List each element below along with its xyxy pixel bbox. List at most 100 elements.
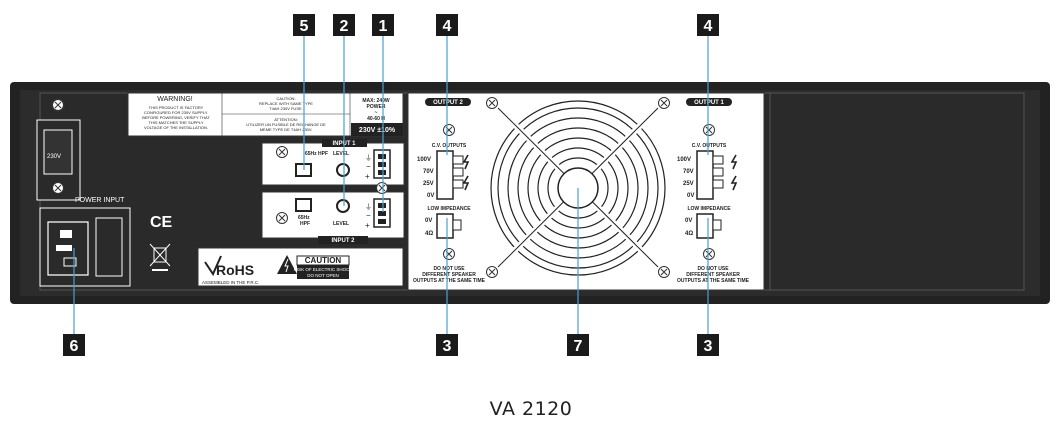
rohs-check-icon <box>204 255 222 277</box>
input-1-hpf-label: 65Hz HPF <box>305 151 328 157</box>
callout-3: 3 <box>704 338 713 355</box>
screw-icon <box>52 182 64 194</box>
low-impedance-label: LOW IMPEDANCE <box>427 206 471 212</box>
tap-label: 4Ω <box>425 231 433 237</box>
input-2-level-knob[interactable] <box>336 199 350 213</box>
voltage-selector-switch[interactable] <box>43 129 73 175</box>
input-2-hpf-label: 65Hz <box>298 215 310 221</box>
caution-line: DO NOT OPEN <box>307 273 338 278</box>
screw-icon <box>703 124 715 136</box>
shock-warning-icon <box>277 255 297 274</box>
cv-outputs-label: C.V. OUTPUTS <box>432 143 467 149</box>
socket-pin <box>60 230 72 238</box>
tap-label: 0V <box>687 193 694 199</box>
input-2-level-label: LEVEL <box>333 221 349 227</box>
low-impedance-label: LOW IMPEDANCE <box>687 206 731 212</box>
output-1-section: OUTPUT 1 C.V. OUTPUTS 100V 70V 25V 0V LO… <box>677 98 750 284</box>
tap-label: 0V <box>685 218 692 224</box>
power-section: 230V POWER INPUT CE <box>36 98 173 287</box>
warning-note: DIFFERENT SPEAKER <box>422 272 476 278</box>
callout-leaders <box>73 36 709 334</box>
screw-icon <box>52 99 64 111</box>
tap-label: 100V <box>677 157 691 163</box>
screw-icon <box>376 182 388 194</box>
warning-note: OUTPUTS AT THE SAME TIME <box>677 278 750 284</box>
warning-label: WARNING! THIS PRODUCT IS FACTORY CONFIGU… <box>127 92 404 137</box>
minus-symbol: − <box>366 211 371 220</box>
screw-icon <box>276 212 288 224</box>
hazard-bolt-icon <box>730 154 738 170</box>
plus-symbol: + <box>365 172 370 181</box>
warning-text: VOLTAGE OF THE INSTALLATION. <box>144 125 208 130</box>
ground-symbol: ⏚ <box>365 203 372 211</box>
callout-5: 5 <box>300 18 309 35</box>
callout-badges: 5 2 1 4 4 6 3 7 3 <box>63 14 719 356</box>
caution-text: CAUTION: <box>276 96 295 101</box>
tap-label: 70V <box>683 169 694 175</box>
screw-icon <box>658 97 670 109</box>
ground-symbol: ⏚ <box>365 154 372 162</box>
warning-text: THIS MATCHES THE SUPPLY <box>148 120 203 125</box>
warning-note: OUTPUTS AT THE SAME TIME <box>413 278 486 284</box>
input-2-hpf-label: HPF <box>300 221 310 227</box>
tap-label: 0V <box>427 193 434 199</box>
tap-label: 25V <box>423 181 434 187</box>
callout-4: 4 <box>443 18 452 35</box>
hazard-bolt-icon <box>462 175 470 191</box>
warning-text: CONFIGURED FOR 230V SUPPLY. <box>144 110 208 115</box>
max-power-text: MAX: 240W <box>362 98 390 104</box>
output-2-label: OUTPUT 2 <box>433 100 463 106</box>
input-1-level-knob[interactable] <box>336 163 350 177</box>
model-caption: VA 2120 <box>489 398 573 420</box>
output-2-cv-terminal[interactable] <box>436 150 454 200</box>
output-1-cv-terminal[interactable] <box>696 150 714 200</box>
screw-icon <box>443 124 455 136</box>
caution-title: CAUTION <box>305 256 342 265</box>
tap-label: 100V <box>417 157 431 163</box>
screw-icon <box>703 248 715 260</box>
max-power-text: 40-60 H <box>367 116 385 122</box>
output-1-low-z-terminal[interactable] <box>696 213 714 239</box>
tap-label: 0V <box>425 218 432 224</box>
voltage-switch-label: 230V <box>47 154 61 160</box>
input-1-section: 65Hz HPF LEVEL ⏚ − + INPUT 1 <box>261 139 405 186</box>
screw-icon <box>658 266 670 278</box>
input-1-level-label: LEVEL <box>333 151 349 157</box>
warning-text: BEFORE POWERING, VERIFY THAT <box>142 115 210 120</box>
cv-outputs-label: C.V. OUTPUTS <box>692 143 727 149</box>
callout-4: 4 <box>704 18 713 35</box>
screw-icon <box>443 248 455 260</box>
max-power-text: ~ <box>375 110 378 116</box>
compliance-labels: RoHS ASSEMBLED IN THE P.R.C. CAUTION RIS… <box>197 247 404 287</box>
ce-mark: CE <box>150 214 173 231</box>
power-input-label: POWER INPUT <box>75 197 125 204</box>
screw-icon <box>486 97 498 109</box>
attention-text: UTILIZER UN FUSIBLE DE RECHANGE DE <box>246 122 326 127</box>
callout-6: 6 <box>70 338 79 355</box>
warning-note: DIFFERENT SPEAKER <box>686 272 740 278</box>
fuse-holder[interactable] <box>63 257 77 267</box>
tap-label: 25V <box>683 181 694 187</box>
caution-text: T4AH 230V FUSE. <box>269 106 303 111</box>
screw-icon <box>486 266 498 278</box>
output-2-section: OUTPUT 2 C.V. OUTPUTS 100V 70V 25V 0V LO… <box>413 98 486 284</box>
callout-2: 2 <box>340 18 349 35</box>
caution-text: REPLACE WITH SAME TYPE <box>259 101 313 106</box>
attention-text: ATTENTION: <box>274 117 297 122</box>
fuse-drawer[interactable] <box>95 217 123 277</box>
caution-line: RISK OF ELECTRIC SHOCK <box>294 267 353 272</box>
output-1-label: OUTPUT 1 <box>694 100 724 106</box>
input-2-hpf-switch[interactable] <box>295 198 312 212</box>
callout-7: 7 <box>574 338 583 355</box>
screw-icon <box>276 146 288 158</box>
socket-pin <box>56 245 72 251</box>
input-2-section: 65Hz HPF LEVEL ⏚ − + INPUT 2 <box>261 182 405 244</box>
tap-label: 4Ω <box>685 231 693 237</box>
hazard-bolt-icon <box>462 154 470 170</box>
warning-note: DO NOT USE <box>433 266 465 272</box>
output-2-low-z-terminal[interactable] <box>436 213 454 239</box>
plus-symbol: + <box>365 221 370 230</box>
tap-label: 70V <box>423 169 434 175</box>
